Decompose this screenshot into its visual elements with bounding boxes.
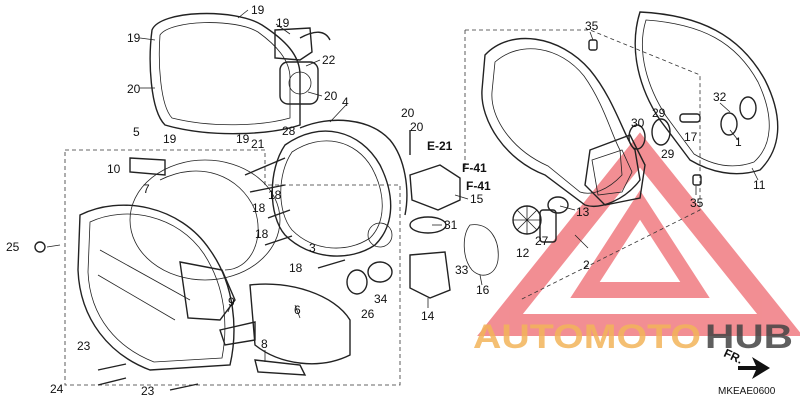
callout-9: 9 bbox=[228, 295, 235, 309]
callout-29: 29 bbox=[661, 147, 675, 161]
callout-15: 15 bbox=[470, 192, 484, 206]
crankcase-cover bbox=[481, 37, 646, 207]
watermark-auto: AUTOMOTO bbox=[473, 318, 701, 356]
callout-24: 24 bbox=[50, 382, 64, 396]
callout-7: 7 bbox=[143, 182, 150, 196]
callout-29: 29 bbox=[652, 106, 666, 120]
callout-18: 18 bbox=[289, 261, 303, 275]
callout-31: 31 bbox=[444, 218, 458, 232]
callout-35: 35 bbox=[690, 196, 704, 210]
callout-21: 21 bbox=[251, 137, 265, 151]
callout-6: 6 bbox=[294, 303, 301, 317]
callout-1: 1 bbox=[735, 135, 742, 149]
callout-12: 12 bbox=[516, 246, 530, 260]
watermark-hub: HUB bbox=[705, 318, 793, 356]
watermark-text: AUTOMOTO HUB bbox=[473, 318, 793, 356]
bolts bbox=[34, 130, 411, 391]
gasket-11 bbox=[634, 11, 779, 175]
callout-13: 13 bbox=[576, 205, 590, 219]
outer-clutch-cover bbox=[77, 157, 351, 376]
callout-20: 20 bbox=[127, 82, 141, 96]
callout-4: 4 bbox=[342, 95, 349, 109]
callout-23: 23 bbox=[141, 384, 155, 398]
assembly-outlines bbox=[64, 29, 701, 386]
callout-33: 33 bbox=[455, 263, 469, 277]
ref-e21: E-21 bbox=[427, 139, 453, 153]
clutch-cover-top bbox=[149, 12, 331, 135]
callout-30: 30 bbox=[631, 116, 645, 130]
drawing-code: MKEAE0600 bbox=[718, 386, 776, 397]
callout-19: 19 bbox=[276, 16, 290, 30]
callout-27: 27 bbox=[535, 234, 549, 248]
callout-35: 35 bbox=[585, 19, 599, 33]
callout-labels: 19 19 19 20 22 20 19 19 28 4 20 20 21 5 … bbox=[6, 3, 766, 398]
gasket-7 bbox=[159, 170, 259, 271]
callout-10: 10 bbox=[107, 162, 121, 176]
callout-16: 16 bbox=[476, 283, 490, 297]
callout-19: 19 bbox=[236, 132, 250, 146]
ref-f41: F-41 bbox=[462, 161, 487, 175]
callout-3: 3 bbox=[309, 241, 316, 255]
callout-19: 19 bbox=[127, 31, 141, 45]
callout-14: 14 bbox=[421, 309, 435, 323]
leader-lines bbox=[46, 9, 759, 362]
impeller-and-seals bbox=[512, 39, 757, 243]
callout-20: 20 bbox=[324, 89, 338, 103]
callout-23: 23 bbox=[77, 339, 91, 353]
callout-5: 5 bbox=[133, 125, 140, 139]
callout-8: 8 bbox=[261, 337, 268, 351]
callout-20: 20 bbox=[401, 106, 415, 120]
callout-28: 28 bbox=[282, 124, 296, 138]
callout-2: 2 bbox=[583, 258, 590, 272]
callout-11: 11 bbox=[753, 178, 766, 192]
callout-19: 19 bbox=[251, 3, 265, 17]
callout-18: 18 bbox=[255, 227, 269, 241]
callout-25: 25 bbox=[6, 240, 20, 254]
callout-20: 20 bbox=[410, 120, 424, 134]
watermark-logo bbox=[477, 132, 800, 336]
water-pump-parts bbox=[346, 164, 499, 299]
callout-22: 22 bbox=[322, 53, 336, 67]
callout-32: 32 bbox=[713, 90, 727, 104]
ref-f41: F-41 bbox=[466, 179, 491, 193]
callout-34: 34 bbox=[374, 292, 388, 306]
callout-17: 17 bbox=[684, 130, 698, 144]
ignition-cover bbox=[271, 119, 408, 257]
callout-26: 26 bbox=[361, 307, 375, 321]
callout-18: 18 bbox=[268, 188, 282, 202]
callout-19: 19 bbox=[163, 132, 177, 146]
callout-18: 18 bbox=[252, 201, 266, 215]
